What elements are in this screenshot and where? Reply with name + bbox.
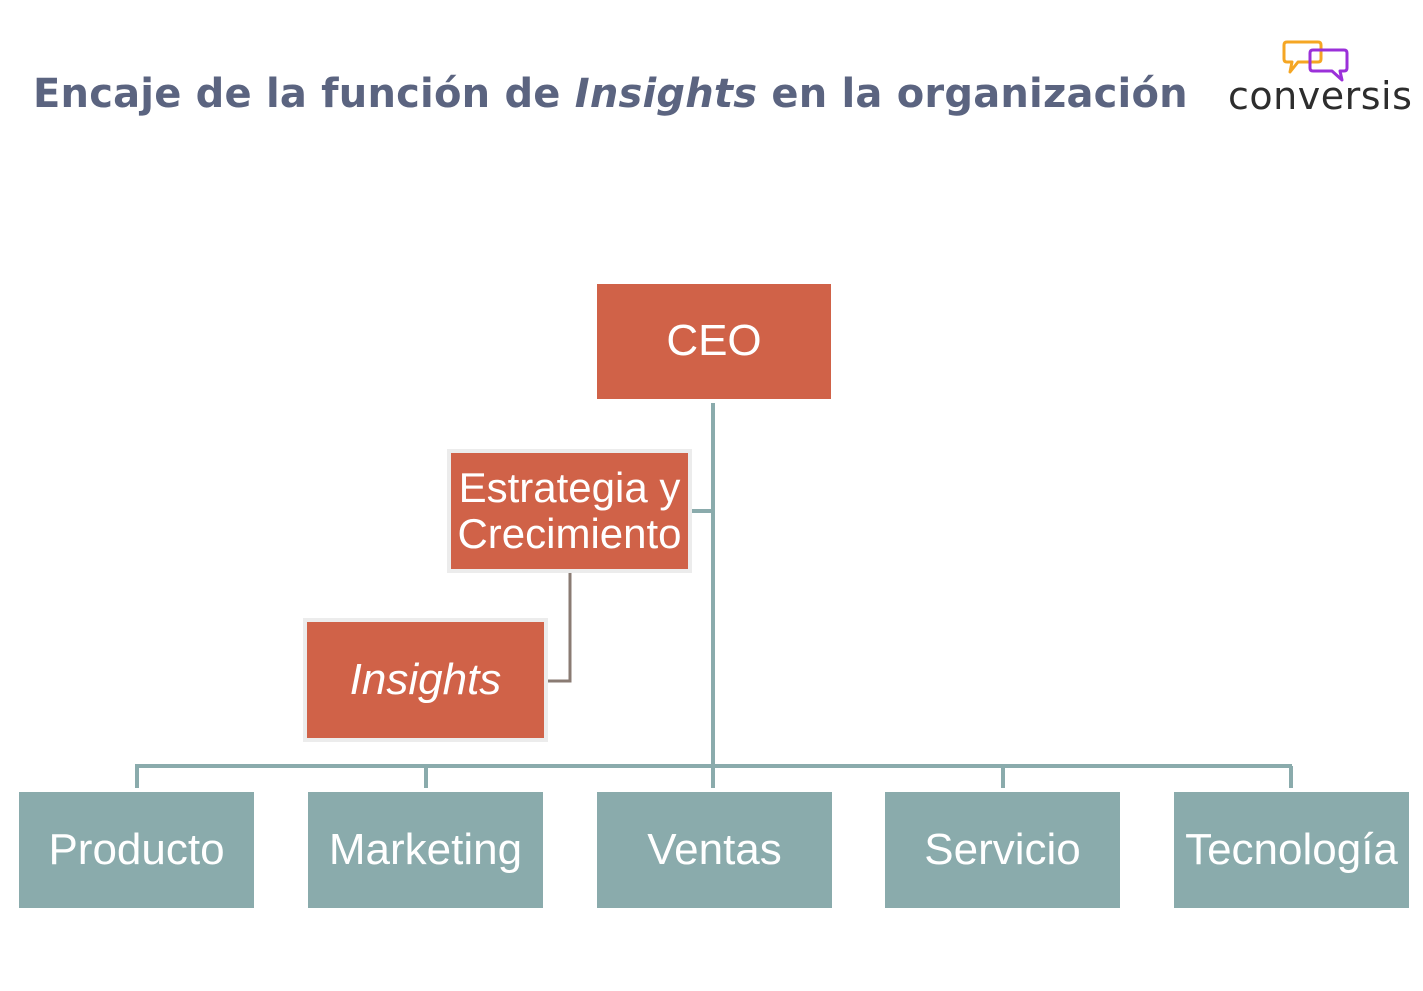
conversis-logo: conversis [1226,38,1412,118]
insights-node: Insights [303,618,548,742]
title-text-before: Encaje de la función de [33,71,575,117]
department-node-servicio: Servicio [885,792,1120,908]
estrategia-crecimiento-label: Estrategia y Crecimiento [457,463,682,557]
title-text-emphasis: Insights [574,71,758,117]
chat-bubbles-icon [1282,40,1349,82]
insights-staff-line [547,573,572,683]
estrategia-crecimiento-node: Estrategia y Crecimiento [447,449,692,573]
department-node-ventas: Ventas [597,792,832,908]
department-node-marketing: Marketing [308,792,543,908]
title-text-after: en la organización [757,71,1188,117]
ceo-node: CEO [597,284,831,399]
slide-title: Encaje de la función de Insights en la o… [33,66,1188,122]
department-node-tecnologia: Tecnología [1174,792,1409,908]
department-node-producto: Producto [19,792,254,908]
logo-text: conversis [1228,74,1413,118]
